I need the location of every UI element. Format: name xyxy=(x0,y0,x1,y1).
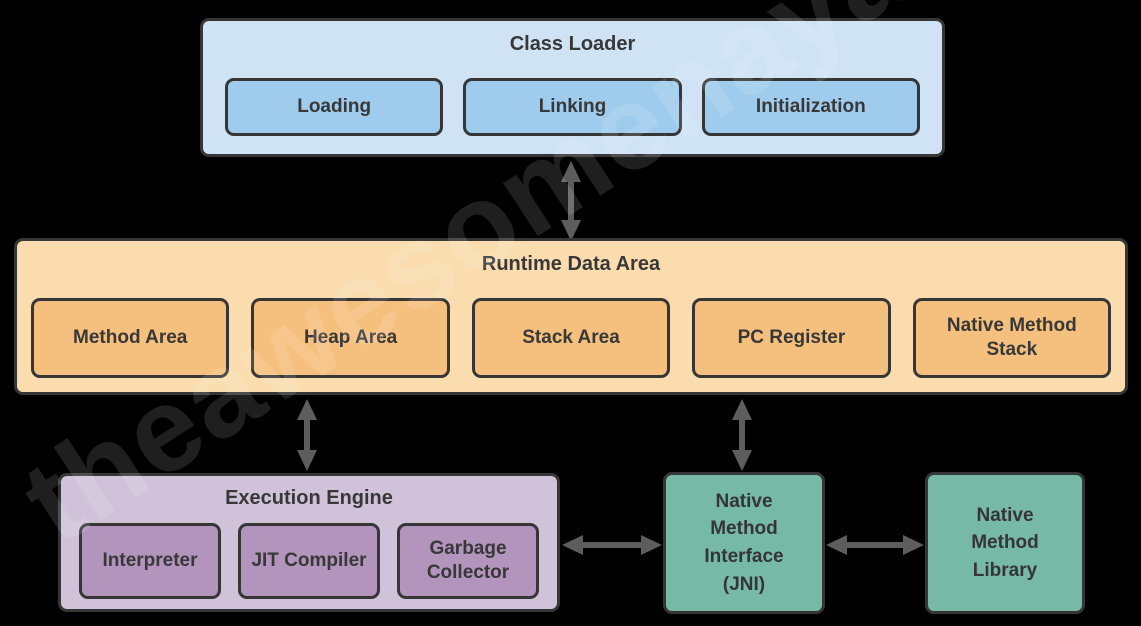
class-loader-title: Class Loader xyxy=(509,33,636,55)
runtime-data-area-title: Runtime Data Area xyxy=(481,253,661,275)
jni-library-double-arrow-icon xyxy=(826,532,924,558)
class-loader-items: Loading Linking Initialization xyxy=(225,78,920,136)
pc-register-box: PC Register xyxy=(692,298,891,378)
heap-area-box: Heap Area xyxy=(251,298,450,378)
initialization-box: Initialization xyxy=(701,78,920,136)
class-loader-box: Class Loader Loading Linking Initializat… xyxy=(200,18,945,157)
method-area-box: Method Area xyxy=(31,298,230,378)
loading-box: Loading xyxy=(225,78,444,136)
classloader-runtime-double-arrow-icon xyxy=(558,161,584,241)
runtime-data-area-items: Method Area Heap Area Stack Area PC Regi… xyxy=(31,298,1112,378)
native-method-stack-box: Native Method Stack xyxy=(912,298,1112,378)
native-method-interface-box: Native Method Interface (JNI) xyxy=(663,472,825,614)
interpreter-box: Interpreter xyxy=(79,523,221,599)
linking-box: Linking xyxy=(463,78,682,136)
execution-engine-items: Interpreter JIT Compiler Garbage Collect… xyxy=(79,523,539,599)
native-method-library-box: Native Method Library xyxy=(925,472,1085,614)
execution-engine-title: Execution Engine xyxy=(225,487,393,509)
jit-compiler-box: JIT Compiler xyxy=(238,523,380,599)
runtime-execution-double-arrow-icon xyxy=(294,399,320,471)
native-method-interface-label: Native Method Interface (JNI) xyxy=(704,490,784,595)
native-method-library-label: Native Method Library xyxy=(971,504,1039,581)
runtime-data-area-box: Runtime Data Area Method Area Heap Area … xyxy=(14,238,1128,395)
garbage-collector-box: Garbage Collector xyxy=(397,523,539,599)
execution-jni-double-arrow-icon xyxy=(562,532,662,558)
stack-area-box: Stack Area xyxy=(471,298,671,378)
execution-engine-box: Execution Engine Interpreter JIT Compile… xyxy=(58,473,560,612)
runtime-jni-double-arrow-icon xyxy=(729,399,755,471)
